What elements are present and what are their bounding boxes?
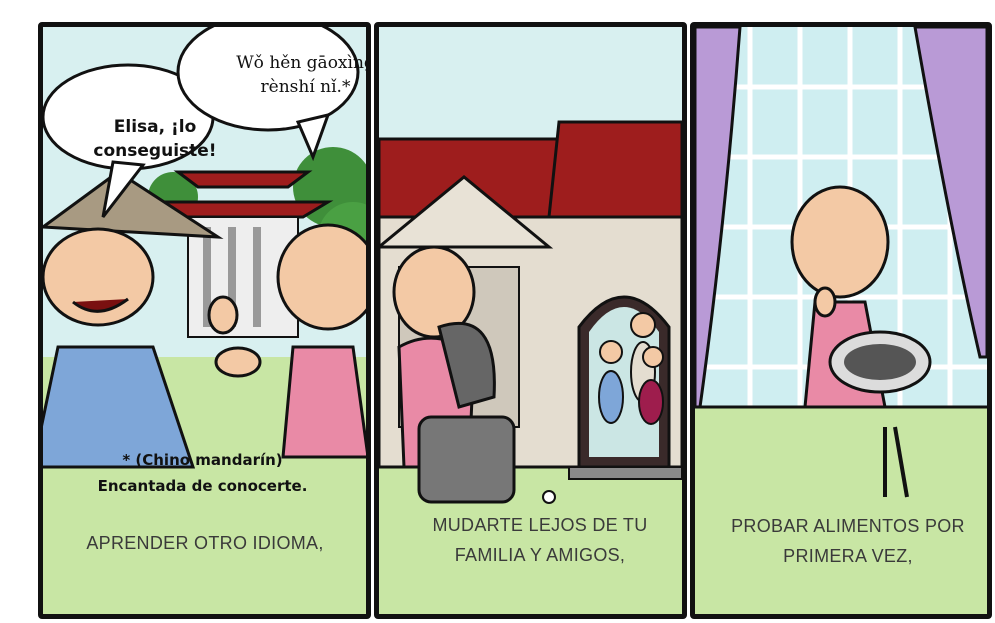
- footnote: * (Chino mandarín) Encantada de conocert…: [70, 447, 335, 499]
- caption-language: APRENDER OTRO IDIOMA,: [86, 533, 324, 553]
- caption-moving: MUDARTE LEJOS DE TU FAMILIA Y AMIGOS,: [432, 515, 648, 565]
- footnote-translation: Encantada de conocerte.: [97, 477, 308, 495]
- caption-food: PROBAR ALIMENTOS POR PRIMERA VEZ,: [731, 516, 965, 566]
- speech-bubble-congrats: Elisa, ¡lo conseguiste!: [93, 117, 217, 161]
- panel-language: Elisa, ¡lo conseguiste! Wǒ hěn gāoxìng r…: [38, 22, 371, 619]
- panel-moving-art: [379, 27, 682, 614]
- speech-bubble-mandarin: Wǒ hěn gāoxìng rènshí nǐ.*: [236, 53, 371, 97]
- footnote-language: * (Chino mandarín): [122, 451, 283, 469]
- panel-food: [690, 22, 992, 619]
- panel-language-art: [43, 27, 366, 614]
- panel-food-art: [695, 27, 987, 614]
- panel-moving: [374, 22, 687, 619]
